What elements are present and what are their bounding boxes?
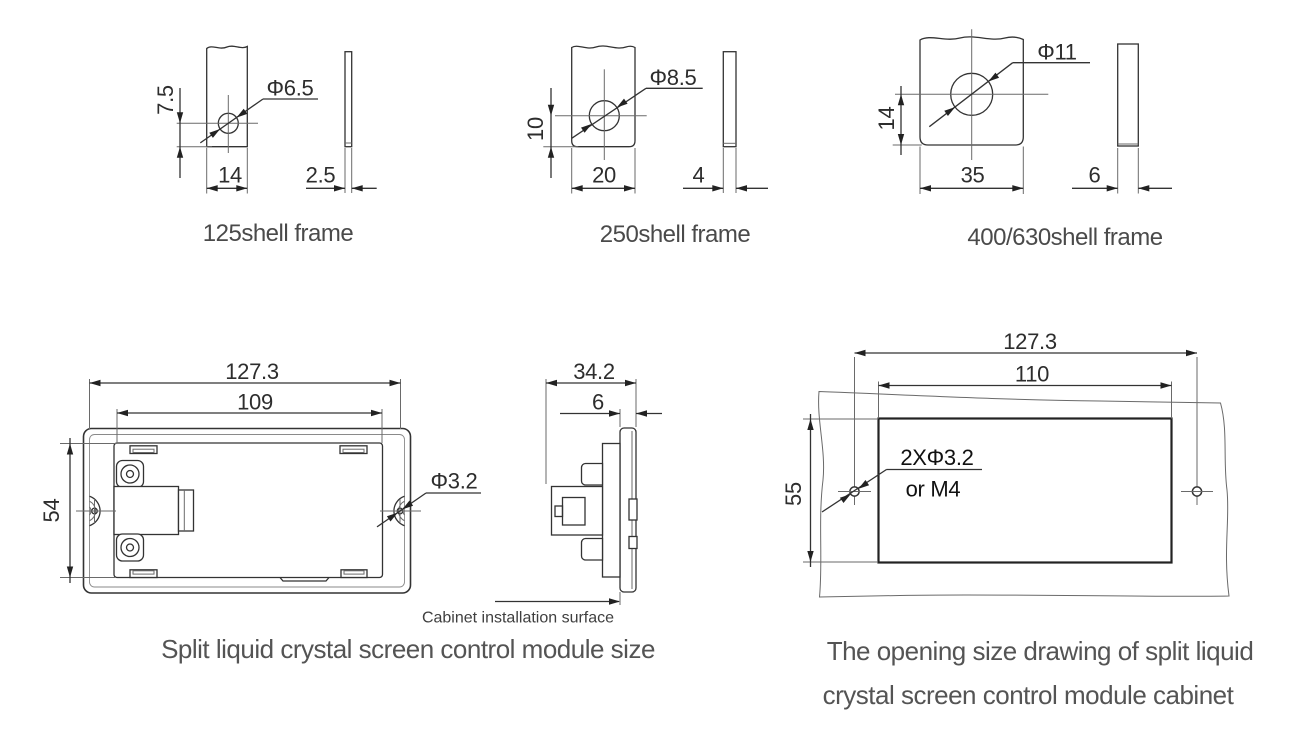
dim-6-label: 6 (1089, 163, 1101, 188)
cutout-rectangle (877, 417, 1173, 564)
drawing-125-shell-frame: 7.5 Φ6.5 14 2.5 (153, 45, 377, 247)
callout-hole-dia: Φ8.5 (571, 65, 703, 139)
dimension-34-2: 34.2 (545, 359, 637, 484)
caption-module-size: Split liquid crystal screen control modu… (161, 634, 655, 664)
drawing-module-side-view: 34.2 6 Cabinet installation surface (422, 359, 662, 627)
drawing-cabinet-opening: 127.3 110 55 (781, 329, 1254, 710)
module-body (601, 442, 621, 578)
bezel-side-clips (628, 498, 638, 550)
caption-250-shell: 250shell frame (600, 221, 751, 248)
dimension-hole-spacing: 127.3 (854, 329, 1198, 505)
dimension-14: 14 (206, 148, 248, 194)
caption-400-630-shell: 400/630shell frame (967, 224, 1162, 251)
dim-34-2-label: 34.2 (573, 359, 615, 384)
side-view-strip: 6 (1072, 43, 1172, 194)
drill-note-alt-label: or M4 (906, 477, 961, 502)
dim-hole-spacing-label: 127.3 (1003, 329, 1057, 354)
hole-dia-label: Φ6.5 (267, 76, 314, 101)
dim-109-label: 109 (237, 390, 273, 415)
dim-cutout-height-label: 55 (781, 482, 806, 506)
drill-note-label: 2XΦ3.2 (900, 445, 973, 470)
rj45-coupler (177, 489, 195, 532)
caption-opening-line1: The opening size drawing of split liquid (827, 636, 1254, 666)
drawing-250-shell-frame: 10 Φ8.5 20 4 (523, 45, 768, 248)
dim-6-label: 6 (592, 390, 604, 415)
drawing-module-rear-view: 127.3 109 54 Φ3.2 Split liquid (39, 359, 655, 664)
dim-cutout-width-label: 110 (1015, 362, 1049, 387)
dimension-cutout-height: 55 (781, 414, 878, 567)
dimension-54: 54 (39, 438, 116, 583)
callout-drill-holes: 2XΦ3.2 or M4 (821, 445, 982, 513)
dimension-14v: 14 (874, 86, 922, 155)
callout-hole-dia: Φ6.5 (199, 76, 318, 144)
caption-opening-line2: crystal screen control module cabinet (823, 680, 1235, 710)
caption-125-shell: 125shell frame (203, 220, 354, 247)
dim-7-5-label: 7.5 (153, 85, 178, 115)
side-view-strip: 2.5 (306, 51, 377, 193)
snap-clips (129, 445, 368, 579)
dim-14-label: 14 (218, 163, 242, 188)
drawing-400-630-shell-frame: 14 Φ11 35 6 (874, 29, 1172, 251)
left-mounting-ear (76, 495, 116, 527)
dim-20-label: 20 (592, 163, 616, 188)
dimension-7-5: 7.5 (153, 85, 212, 178)
rj45-socket (550, 485, 604, 536)
installation-surface-leader: Cabinet installation surface (422, 592, 621, 627)
dim-2-5-label: 2.5 (306, 163, 336, 188)
bottom-notch (279, 577, 330, 582)
callout-mount-hole: Φ3.2 (376, 469, 481, 528)
dimension-35: 35 (919, 146, 1024, 194)
dimension-109: 109 (116, 390, 383, 443)
connector-block (113, 459, 195, 562)
dimension-cutout-width: 110 (878, 362, 1172, 419)
dimension-6: 6 (560, 390, 662, 427)
dim-14v-label: 14 (874, 107, 899, 131)
top-lug (580, 462, 604, 486)
dim-54-label: 54 (39, 499, 64, 523)
hole-dia-label: Φ11 (1037, 40, 1077, 65)
callout-hole-dia: Φ11 (928, 40, 1090, 128)
dimension-127-3: 127.3 (89, 359, 401, 429)
dimension-20: 20 (571, 148, 636, 194)
bottom-lug (580, 537, 604, 561)
installation-surface-label: Cabinet installation surface (422, 610, 614, 627)
right-drill-hole (1181, 486, 1213, 497)
dim-10-label: 10 (523, 117, 548, 141)
mount-hole-label: Φ3.2 (431, 469, 478, 494)
dim-127-3-label: 127.3 (225, 359, 279, 384)
dim-4-label: 4 (693, 163, 705, 188)
dim-35-label: 35 (961, 163, 985, 188)
hole-dia-label: Φ8.5 (650, 65, 697, 90)
side-view-strip: 4 (683, 51, 768, 193)
dimension-10: 10 (523, 88, 579, 178)
